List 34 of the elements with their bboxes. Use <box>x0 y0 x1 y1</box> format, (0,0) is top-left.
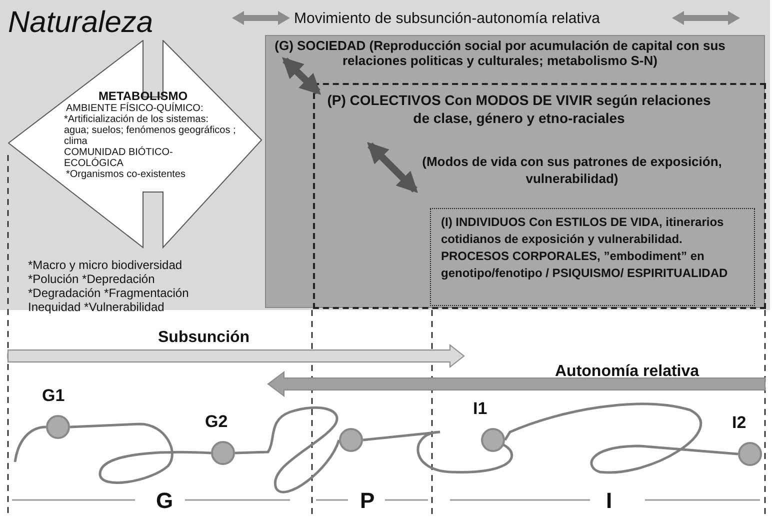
double-arrow <box>367 142 418 193</box>
double-arrow <box>282 57 322 95</box>
arrow-label: Autonomía relativa <box>555 362 700 382</box>
individuals-dotted-box <box>430 208 755 306</box>
point-label: G2 <box>205 411 228 433</box>
node-text: (Modos de vida con sus patrones de exposición, vulnerabilidad) <box>421 153 723 187</box>
node-text: *Artificialización de los sistemas: agua; suelos; fenómenos geográficos ; clima <box>64 114 236 147</box>
list-item: *Polución *Depredación <box>28 272 155 288</box>
trajectory-line <box>504 402 740 474</box>
section-letter: G <box>156 487 174 515</box>
society-box <box>265 35 765 308</box>
node-text: (G) SOCIEDAD (Reproducción social por acumulación de capital con sus relaciones politicas y culturales; metabolismo S-N) <box>274 38 726 68</box>
panel-heading: Naturaleza <box>8 5 154 41</box>
point-label: G1 <box>42 385 65 407</box>
list-item: *Macro y micro biodiversidad <box>28 257 182 274</box>
node-text: COMUNIDAD BIÓTICO-ECOLÓGICA <box>64 147 174 169</box>
list-item: Inequidad *Vulnerabilidad <box>28 300 164 316</box>
arrow-label: Subsunción <box>158 328 250 348</box>
heading-text: METABOLISMO <box>97 90 188 103</box>
trajectory-line <box>362 430 514 474</box>
node-text: *Organismos co-existentes <box>66 169 186 180</box>
section-letter: I <box>606 487 612 515</box>
point-label: I1 <box>473 398 488 420</box>
section-letter: P <box>360 487 375 515</box>
list-item: *Degradación *Fragmentación <box>28 286 189 302</box>
node-text: (P) COLECTIVOS Con MODOS DE VIVIR según relaciones de clase, género y etno-raciales <box>326 91 712 127</box>
trajectory-line <box>70 422 212 484</box>
trajectory-line <box>14 426 48 462</box>
collectives-dashed-box <box>313 83 766 309</box>
heading-text: Movimiento de subsunción-autonomía relativa <box>294 9 600 29</box>
node-text: (I) INDIVIDUOS Con ESTILOS DE VIDA, itinerarios cotidianos de exposición y vulnerabilidad. PROCESOS CORPORALES, ”embodiment” en genotipo/fenotipo / PSIQUISMO/ ESPIRITUALIDAD <box>441 214 729 282</box>
node-text: AMBIENTE FÍSICO-QUÍMICO: <box>66 103 204 114</box>
trajectory-line <box>234 406 340 494</box>
point-label: I2 <box>732 412 746 434</box>
